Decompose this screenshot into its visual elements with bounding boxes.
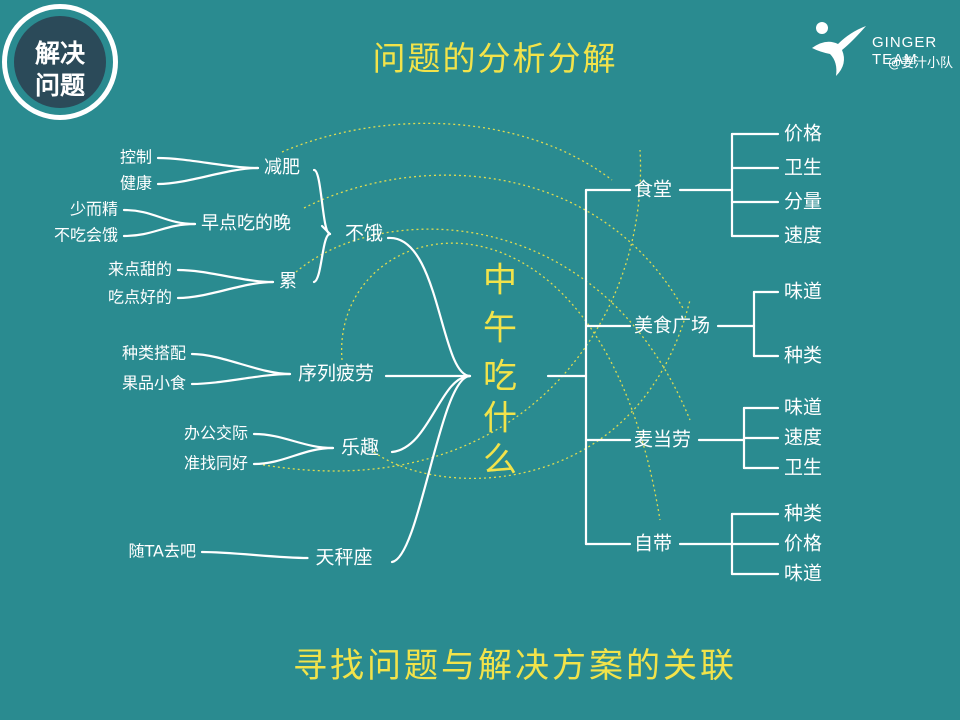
center-char-2: 吃	[483, 357, 517, 397]
right-leaf: 味道	[784, 563, 822, 585]
edge-center-0	[386, 236, 472, 378]
page-title: 问题的分析分解	[372, 39, 618, 78]
right-leaf: 种类	[784, 345, 822, 367]
edge-sub-1	[320, 224, 332, 236]
edge-sub-2	[312, 232, 332, 284]
cross-link-2	[295, 228, 691, 421]
edge-leaf	[190, 352, 292, 376]
edge-leaf	[252, 432, 335, 450]
left-leaf: 吃点好的	[108, 288, 172, 307]
left-sub-1: 早点吃的晚	[201, 213, 291, 234]
center-char-4: 么	[483, 441, 517, 481]
right-leaf: 速度	[784, 225, 822, 247]
badge-ring	[2, 4, 118, 120]
cross-link-4	[373, 299, 691, 479]
left-branch-0: 不饿	[345, 223, 383, 245]
badge	[14, 16, 106, 108]
edge-leaf	[190, 372, 292, 386]
right-branch-0: 食堂	[634, 179, 672, 201]
left-leaf: 准找同好	[184, 454, 248, 473]
left-leaf: 来点甜的	[108, 260, 172, 279]
edge-leaf	[122, 222, 197, 238]
left-leaf: 随TA去吧	[129, 542, 196, 561]
edge-center-2	[390, 374, 472, 454]
right-leaf: 味道	[784, 397, 822, 419]
right-leaf: 种类	[784, 503, 822, 525]
brand-name: GINGER TEAM	[872, 34, 938, 68]
left-leaf: 种类搭配	[122, 344, 186, 363]
left-branch-3: 天秤座	[315, 547, 372, 569]
right-branch-3: 自带	[634, 533, 672, 555]
left-sub-0: 减肥	[264, 157, 300, 178]
right-leaf: 速度	[784, 427, 822, 449]
edge-sub-0	[312, 168, 332, 236]
badge-line-2: 问题	[34, 71, 85, 100]
left-leaf: 健康	[120, 174, 152, 193]
left-leaf: 少而精	[70, 200, 118, 219]
left-leaf: 果品小食	[122, 374, 186, 393]
edge-leaf	[200, 550, 309, 560]
cross-link-3	[341, 242, 661, 521]
left-leaf: 控制	[120, 148, 152, 167]
left-sub-2: 累	[279, 271, 297, 292]
edge-leaf	[156, 156, 260, 170]
center-char-3: 什	[483, 399, 517, 439]
right-branch-2: 麦当劳	[634, 429, 691, 451]
right-leaf: 卫生	[784, 157, 822, 179]
edge-leaf	[122, 208, 197, 226]
left-leaf: 不吃会饿	[54, 226, 118, 245]
right-leaf: 价格	[784, 533, 822, 555]
brand-sub: @姜汁小队	[888, 56, 954, 71]
left-branch-2: 乐趣	[341, 437, 379, 459]
right-leaf: 分量	[784, 191, 822, 213]
right-branch-1: 美食广场	[634, 315, 710, 337]
ginger-team-logo-icon	[812, 22, 866, 76]
right-leaf: 价格	[784, 123, 822, 145]
edge-leaf	[176, 268, 275, 284]
right-leaf: 味道	[784, 281, 822, 303]
edge-leaf	[252, 446, 335, 466]
center-char-1: 午	[483, 309, 517, 349]
center-char-0: 中	[483, 261, 517, 301]
footer-caption: 寻找问题与解决方案的关联	[293, 646, 737, 686]
cross-link-0	[281, 122, 613, 181]
badge-line-1: 解决	[34, 39, 85, 68]
cross-link-5	[257, 149, 642, 472]
edge-leaf	[156, 166, 260, 186]
left-leaf: 办公交际	[184, 424, 248, 443]
edge-center-3	[390, 374, 472, 564]
left-branch-1: 序列疲劳	[298, 363, 374, 385]
edge-leaf	[176, 280, 275, 300]
right-leaf: 卫生	[784, 457, 822, 479]
